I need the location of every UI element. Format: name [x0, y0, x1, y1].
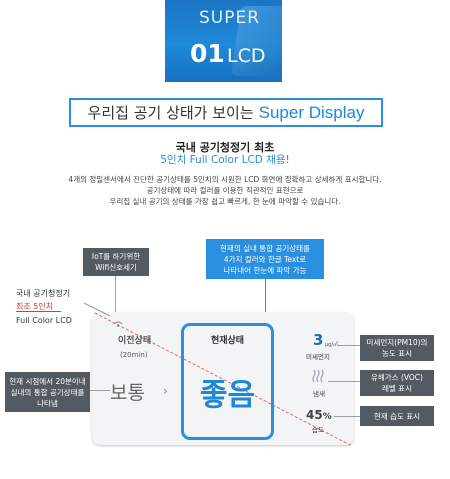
- banner-super-text: SUPER: [199, 8, 261, 28]
- banner-lcd-text: LCD: [227, 45, 266, 67]
- leader-present: [90, 390, 110, 391]
- callout-humidity-text: 현재 습도 표시: [373, 411, 421, 421]
- callout-pm10-line-1: 미세먼지(PM10)의: [366, 338, 428, 347]
- humidity-number: 45: [306, 408, 323, 422]
- humidity-value: 45%: [306, 408, 332, 422]
- previous-status-title: 이전상태: [118, 336, 152, 346]
- current-status-value: 좋음: [199, 378, 256, 413]
- callout-voc: 유해가스 (VOC) 레벨 표시: [360, 370, 434, 396]
- left-note-line-1: 국내 공기청정기: [16, 289, 71, 298]
- previous-status-interval: (20min): [120, 351, 148, 359]
- callout-voc-line-1: 유해가스 (VOC): [371, 373, 423, 382]
- leader-wifi: [115, 276, 116, 323]
- leader-pm10: [338, 345, 360, 346]
- callout-humidity: 현재 습도 표시: [360, 406, 434, 426]
- description-line-3: 우리집 실내 공기의 상태를 가장 쉽고 빠르게, 한 눈에 파악할 수 있습니…: [109, 197, 341, 206]
- callout-current-line-2: 4가지 컬러와 한글 Text로: [223, 254, 307, 264]
- callout-present-line-3: 나타냄: [37, 398, 58, 408]
- subtitle-line-2: 5인치 Full Color LCD 채용!: [160, 154, 290, 166]
- callout-wifi: IoT를 하기위한 Wifi신호세기: [83, 248, 149, 276]
- leader-voc: [328, 381, 360, 382]
- callout-current-status: 현재의 실내 통합 공기상태를 4가지 컬러와 한글 Text로 나타내어 한눈…: [206, 239, 324, 279]
- leader-humidity: [334, 416, 360, 417]
- current-status-title: 현재상태: [210, 336, 245, 346]
- left-note-line-2: 최초 5인치: [16, 302, 54, 311]
- odor-label: 냄새: [313, 390, 325, 398]
- description-line-1: 4개의 정밀센서에서 진단한 공기상태를 5인치의 시원한 LCD 화면에 정확…: [68, 175, 382, 184]
- description-line-2: 공기상태에 따라 컬러를 이용한 직관적인 표현으로: [146, 186, 304, 195]
- leader-current: [265, 279, 266, 323]
- humidity-label: 습도: [312, 426, 324, 434]
- odor-wave-icon: [312, 369, 324, 383]
- callout-present-status: 현재 시점에서 20분이내 실내의 통합 공기상태를 나타냄: [5, 372, 90, 412]
- callout-wifi-line-1: IoT를 하기위한: [91, 252, 141, 261]
- current-status-frame: [181, 323, 274, 440]
- pm10-label: 미세먼지: [306, 353, 330, 361]
- callout-current-line-3: 나타내어 한눈에 파악 가능: [223, 265, 307, 275]
- banner-number: 01: [190, 39, 225, 68]
- left-note-line-3: Full Color LCD: [16, 316, 72, 325]
- headline-box: 우리집 공기 상태가 보이는 Super Display: [69, 98, 383, 127]
- pm10-value: 3: [313, 331, 324, 349]
- callout-pm10: 미세먼지(PM10)의 농도 표시: [360, 335, 434, 361]
- wifi-icon: [113, 321, 123, 327]
- previous-status-value: 보통: [110, 382, 145, 404]
- callout-voc-line-2: 레벨 표시: [382, 384, 412, 393]
- callout-present-line-2: 실내의 통합 공기상태를: [10, 387, 85, 397]
- headline-highlight: Super Display: [258, 102, 365, 122]
- pm10-unit: μg/㎥: [325, 342, 339, 348]
- hero-banner: SUPER 01 LCD: [165, 0, 282, 82]
- callout-wifi-line-2: Wifi신호세기: [95, 263, 137, 272]
- humidity-unit: %: [322, 412, 332, 422]
- callout-current-line-1: 현재의 실내 통합 공기상태를: [220, 243, 310, 253]
- subtitle-line-1: 국내 공기청정기 최초: [175, 141, 275, 154]
- chevron-right-icon: ›: [163, 384, 168, 398]
- callout-present-line-1: 현재 시점에서 20분이내: [9, 376, 86, 386]
- callout-pm10-line-2: 농도 표시: [382, 349, 412, 358]
- left-note-underline: [16, 311, 61, 312]
- headline-text: 우리집 공기 상태가 보이는: [87, 104, 254, 122]
